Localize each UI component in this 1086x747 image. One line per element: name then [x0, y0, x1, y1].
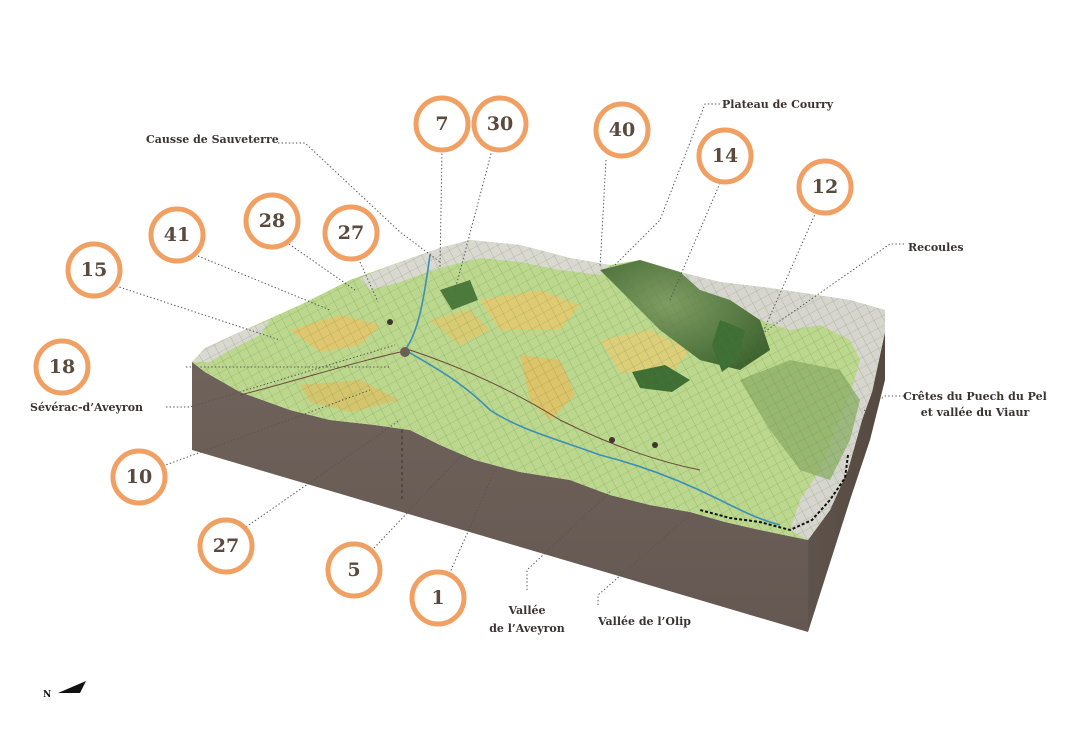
label-vallee-aveyron-line1: Vallée [507, 604, 545, 617]
marker-27-top[interactable]: 27 [322, 204, 380, 262]
marker-number: 1 [431, 587, 444, 609]
north-arrow: N [43, 681, 86, 700]
block-right-face [808, 332, 885, 632]
leader-lines [115, 103, 904, 605]
marker-ring [33, 338, 91, 396]
label-vallee-olip: Vallée de l’Olip [597, 615, 691, 628]
north-arrow-icon [58, 681, 86, 693]
marker-1[interactable]: 1 [409, 569, 467, 627]
marker-5[interactable]: 5 [325, 541, 383, 599]
marker-15[interactable]: 15 [65, 241, 123, 299]
marker-number: 40 [609, 119, 635, 141]
label-vallee-aveyron-line2: de l’Aveyron [489, 622, 565, 635]
block-sides [192, 332, 885, 632]
marker-number: 28 [259, 210, 285, 232]
marker-30[interactable]: 30 [471, 95, 529, 153]
marker-number: 27 [213, 535, 239, 557]
river-aveyron [403, 254, 781, 526]
terrain-surface [192, 240, 885, 540]
marker-12[interactable]: 12 [796, 158, 854, 216]
marker-ring [65, 241, 123, 299]
block-front-face [192, 362, 808, 632]
marker-14[interactable]: 14 [696, 127, 754, 185]
label-cretes-line2: et vallée du Viaur [921, 406, 1030, 419]
marker-number: 14 [712, 145, 738, 167]
marker-40[interactable]: 40 [593, 101, 651, 159]
marker-ring [243, 192, 301, 250]
marker-ring [796, 158, 854, 216]
label-recoules: Recoules [908, 241, 964, 254]
marker-ring [593, 101, 651, 159]
label-cretes-line1: Crêtes du Puech du Pel [903, 390, 1047, 403]
marker-number: 18 [49, 356, 75, 378]
boundary-line [699, 454, 849, 532]
marker-28[interactable]: 28 [243, 192, 301, 250]
marker-number: 27 [338, 222, 364, 244]
village [400, 347, 410, 357]
north-label: N [43, 690, 51, 700]
marker-ring [148, 206, 206, 264]
marker-41[interactable]: 41 [148, 206, 206, 264]
terrain-grid-overlay [192, 240, 885, 540]
marker-number: 30 [487, 113, 513, 135]
marker-ring [197, 517, 255, 575]
marker-ring [110, 448, 168, 506]
marker-number: 15 [81, 259, 107, 281]
marker-ring [413, 95, 471, 153]
marker-ring [322, 204, 380, 262]
marker-7[interactable]: 7 [413, 95, 471, 153]
marker-number: 5 [347, 559, 360, 581]
marker-ring [696, 127, 754, 185]
marker-ring [409, 569, 467, 627]
village [609, 437, 615, 443]
marker-number: 10 [126, 466, 152, 488]
marker-number: 7 [435, 113, 448, 135]
marker-18[interactable]: 18 [33, 338, 91, 396]
village [652, 442, 658, 448]
marker-number: 12 [812, 176, 838, 198]
marker-27-bottom[interactable]: 27 [197, 517, 255, 575]
marker-ring [325, 541, 383, 599]
road [239, 349, 701, 471]
place-labels: Causse de Sauveterre Plateau de Courry R… [30, 98, 1047, 635]
label-severac: Sévérac-d’Aveyron [30, 401, 143, 414]
marker-10[interactable]: 10 [110, 448, 168, 506]
label-causse-de-sauveterre: Causse de Sauveterre [146, 133, 279, 146]
marker-ring [471, 95, 529, 153]
marker-number: 41 [164, 224, 190, 246]
village [387, 319, 393, 325]
label-plateau-de-courry: Plateau de Courry [722, 98, 834, 111]
